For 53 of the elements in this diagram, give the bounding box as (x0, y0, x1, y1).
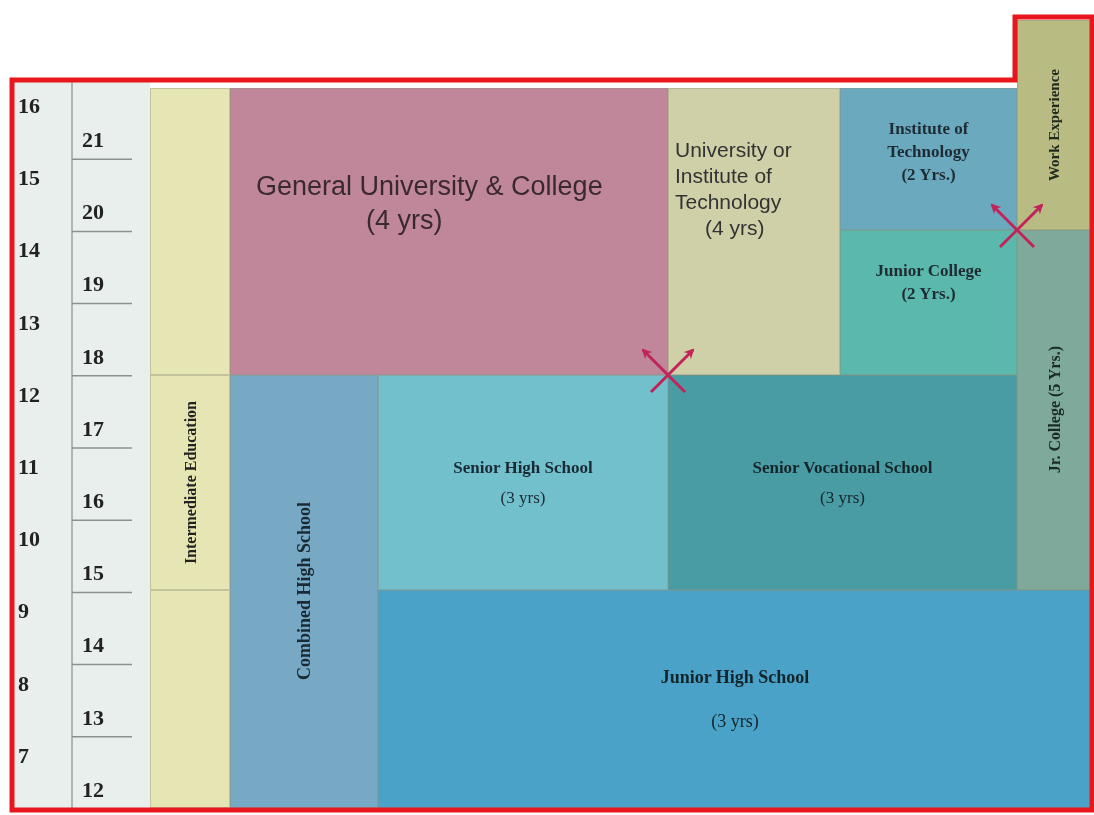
age-number: 14 (18, 238, 40, 263)
age-number: 13 (82, 705, 104, 730)
level-box (378, 590, 1092, 808)
age-number: 19 (82, 272, 104, 297)
duration-label: (4 yrs) (704, 215, 765, 241)
age-number: 9 (18, 599, 29, 624)
age-number: 16 (18, 94, 40, 118)
level-box (150, 375, 230, 590)
arrow (998, 203, 1044, 249)
arrow (649, 348, 695, 394)
level-label: Combined High School (292, 502, 315, 681)
level-label: Intermediate Education (180, 400, 200, 565)
level-label: Junior High School (660, 666, 810, 689)
arrow (990, 203, 1036, 249)
level-box (378, 375, 668, 590)
age-number: 15 (18, 166, 40, 191)
age-number: 21 (82, 128, 104, 152)
duration-label: (3 yrs) (500, 486, 546, 509)
level-label: Jr. College (5 Yrs.) (1044, 346, 1064, 474)
age-number: 20 (82, 200, 104, 225)
duration-label: (3 yrs) (711, 710, 759, 733)
level-box (1017, 230, 1092, 590)
age-number: 8 (18, 671, 29, 696)
level-label: General University & College (256, 170, 604, 203)
age-number: 11 (18, 455, 39, 479)
level-box (840, 230, 1017, 375)
arrow (641, 348, 687, 394)
level-box (230, 88, 668, 375)
duration-label: (2 Yrs.) (901, 283, 956, 305)
level-label: Senior High School (453, 456, 593, 479)
age-number: 13 (18, 310, 40, 335)
level-box (230, 375, 378, 808)
age-number: 12 (82, 777, 104, 802)
duration-label: (2 Yrs.) (901, 164, 956, 186)
age-number: 17 (82, 416, 104, 441)
age-number: 16 (82, 489, 104, 513)
duration-label: (4 yrs) (365, 204, 443, 237)
level-label: Work Experience (1045, 68, 1064, 182)
age-number: 18 (82, 344, 104, 369)
age-number: 12 (18, 382, 40, 407)
age-number: 15 (82, 561, 104, 586)
level-label: Junior College (874, 260, 983, 282)
level-label: University or Institute of Technology (675, 137, 793, 215)
age-number: 10 (18, 527, 40, 552)
level-box (668, 375, 1017, 590)
level-label: Institute of Technology (886, 118, 971, 163)
level-box (840, 88, 1017, 230)
age-number: 14 (82, 633, 104, 658)
level-box (1017, 20, 1092, 230)
level-label: Senior Vocational School (752, 456, 933, 479)
level-box (668, 88, 840, 375)
age-number: 7 (18, 743, 29, 768)
duration-label: (3 yrs) (820, 486, 865, 509)
